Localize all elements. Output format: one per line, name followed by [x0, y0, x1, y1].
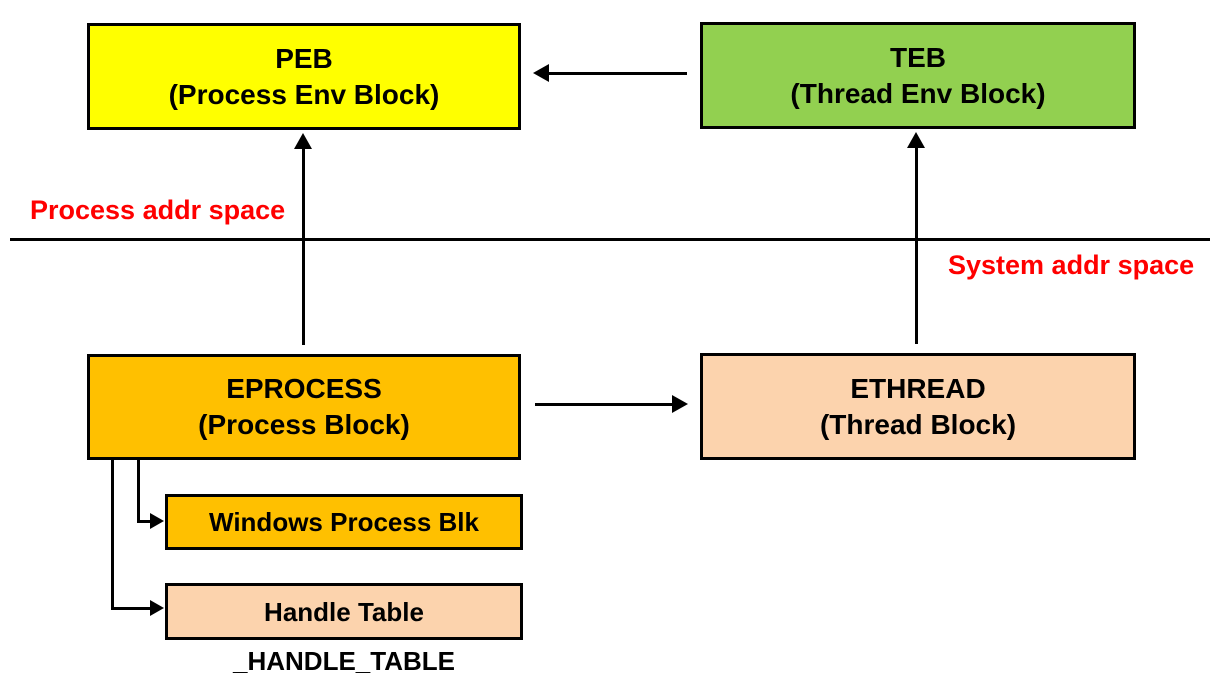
peb-node: PEB (Process Env Block): [87, 23, 521, 130]
ethread-title: ETHREAD: [850, 372, 986, 404]
peb-subtitle: (Process Env Block): [168, 78, 440, 110]
windows-process-blk-title: Windows Process Blk: [209, 507, 479, 537]
address-space-divider: [10, 238, 1210, 241]
system-addr-space-label: System addr space: [948, 250, 1195, 280]
arrowhead-up-icon: [907, 132, 925, 148]
eprocess-node: EPROCESS (Process Block): [87, 354, 521, 460]
ethread-subtitle: (Thread Block): [819, 408, 1017, 440]
teb-node: TEB (Thread Env Block): [700, 22, 1136, 129]
eprocess-title: EPROCESS: [226, 373, 382, 404]
arrowhead-right-icon: [672, 395, 688, 413]
handle-table-struct-label: _HANDLE_TABLE: [233, 646, 455, 676]
teb-title: TEB: [890, 41, 946, 73]
teb-subtitle: (Thread Env Block): [790, 77, 1046, 109]
process-addr-space-label: Process addr space: [30, 195, 286, 225]
peb-title: PEB: [275, 42, 333, 74]
windows-process-blk-node: Windows Process Blk: [165, 494, 523, 550]
handle-table-node: Handle Table: [165, 583, 523, 640]
eprocess-subtitle: (Process Block): [198, 409, 410, 440]
arrowhead-right-icon: [150, 600, 164, 616]
handle-table-title: Handle Table: [264, 596, 424, 627]
arrowhead-right-icon: [150, 513, 164, 529]
arrowhead-left-icon: [533, 64, 549, 82]
ethread-node: ETHREAD (Thread Block): [700, 353, 1136, 460]
arrowhead-up-icon: [294, 133, 312, 149]
